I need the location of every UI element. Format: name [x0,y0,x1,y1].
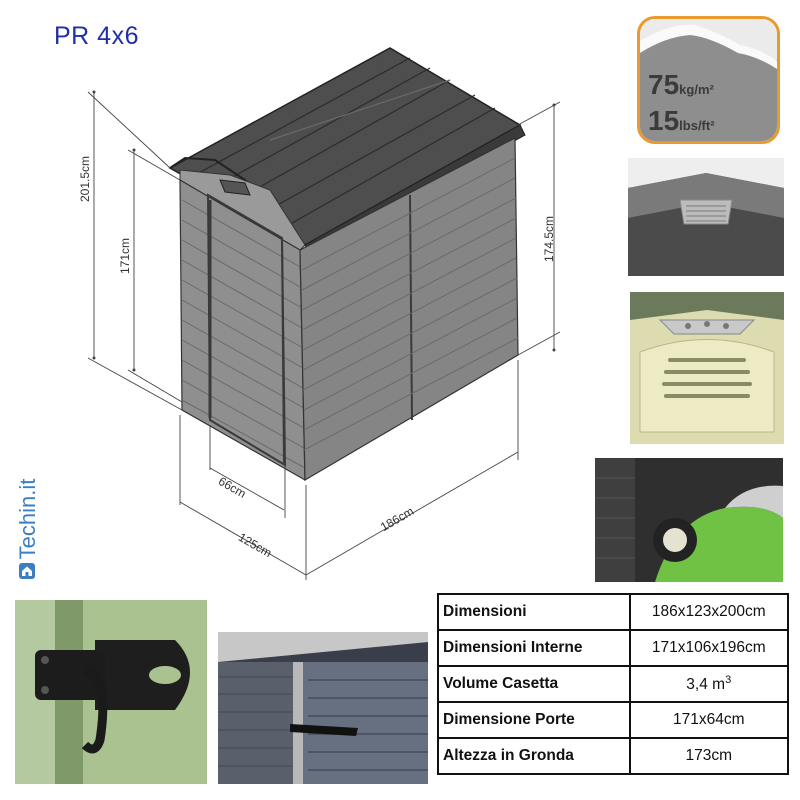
table-row: Dimensioni Interne 171x106x196cm [437,629,789,667]
table-row: Volume Casetta 3,4 m3 [437,665,789,703]
load-imperial: 15lbs/ft² [648,105,715,136]
load-metric: 75kg/m² [648,69,714,100]
photo-door-hinge [218,632,428,784]
page-title: PR 4x6 [54,22,139,50]
table-row: Dimensione Porte 171x64cm [437,701,789,739]
dim-total-height: 201.5cm [78,155,92,202]
home-icon [19,563,35,579]
dim-side-height: 174.5cm [542,215,556,262]
spec-value: 173cm [628,737,789,775]
table-row: Dimensioni 186x123x200cm [437,593,789,631]
spec-value: 3,4 m3 [628,665,789,703]
spec-value: 186x123x200cm [628,593,789,631]
photo-door-latch [15,600,207,784]
spec-label: Dimensioni Interne [437,629,631,667]
dimension-arrows [92,90,556,372]
photo-vent-closeup [630,292,784,444]
spec-label: Volume Casetta [437,665,631,703]
spec-value: 171x64cm [628,701,789,739]
specs-table: Dimensioni 186x123x200cm Dimensioni Inte… [437,593,789,775]
spec-label: Altezza in Gronda [437,737,631,775]
shed-front-wall [179,178,306,482]
shed-diagram [87,47,561,580]
table-row: Altezza in Gronda 173cm [437,737,789,775]
brand-name: Techin.it [15,478,40,560]
photo-lawnmower [595,458,783,582]
dim-door-height: 171cm [118,237,132,274]
dimension-lines [87,91,561,580]
photo-roof-vent-interior [628,158,784,276]
spec-value: 171x106x196cm [628,629,789,667]
roof-load-card: 75kg/m² 15lbs/ft² [637,16,780,144]
spec-label: Dimensioni [437,593,631,631]
spec-label: Dimensione Porte [437,701,631,739]
roof-snow-icon [640,19,777,141]
